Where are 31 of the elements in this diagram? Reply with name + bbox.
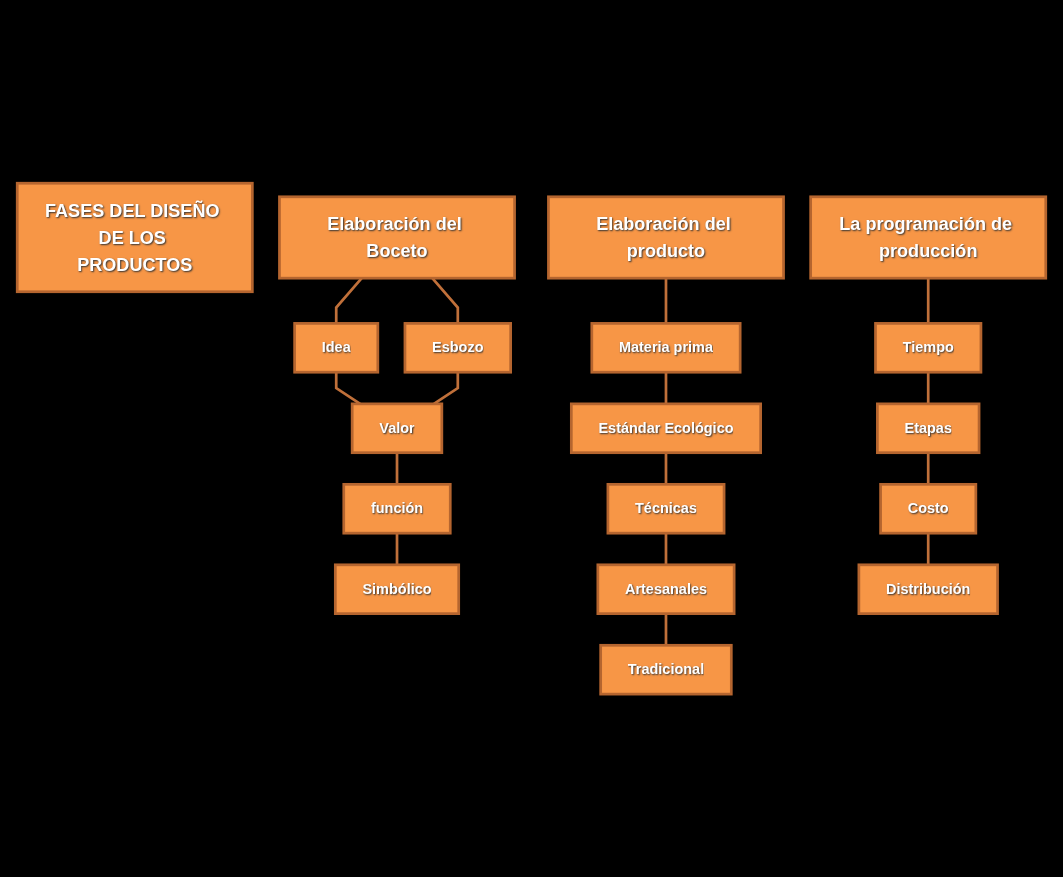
node-box: Valor: [350, 402, 444, 454]
node-box: Esbozo: [403, 321, 512, 374]
node-box: Tiempo: [874, 321, 983, 374]
node-box: Simbólico: [333, 563, 461, 615]
node-box: Etapas: [876, 402, 981, 454]
connector: [395, 452, 399, 485]
node-box: Idea: [293, 321, 380, 374]
node-box: Distribución: [857, 563, 999, 615]
node-box: Costo: [879, 482, 978, 535]
connector: [664, 278, 668, 324]
connector: [926, 452, 930, 485]
node-box: FASES DEL DISEÑO DE LOS PRODUCTOS: [15, 181, 254, 293]
node-box: La programación de producción: [809, 195, 1048, 280]
connector: [664, 613, 668, 646]
node-box: Materia prima: [590, 321, 742, 374]
connector: [334, 277, 363, 324]
connector: [664, 533, 668, 565]
connector: [664, 372, 668, 404]
node-box: función: [342, 482, 452, 535]
connector: [664, 452, 668, 485]
connector: [926, 533, 930, 565]
connector: [431, 277, 460, 324]
connector: [926, 278, 930, 324]
node-box: Artesanales: [596, 563, 736, 615]
connector: [926, 372, 930, 404]
node-box: Elaboración del producto: [547, 195, 785, 280]
node-box: Técnicas: [606, 482, 726, 535]
node-box: Elaboración del Boceto: [278, 195, 516, 280]
node-box: Tradicional: [599, 643, 733, 696]
node-box: Estándar Ecológico: [569, 402, 762, 454]
connector: [395, 533, 399, 565]
